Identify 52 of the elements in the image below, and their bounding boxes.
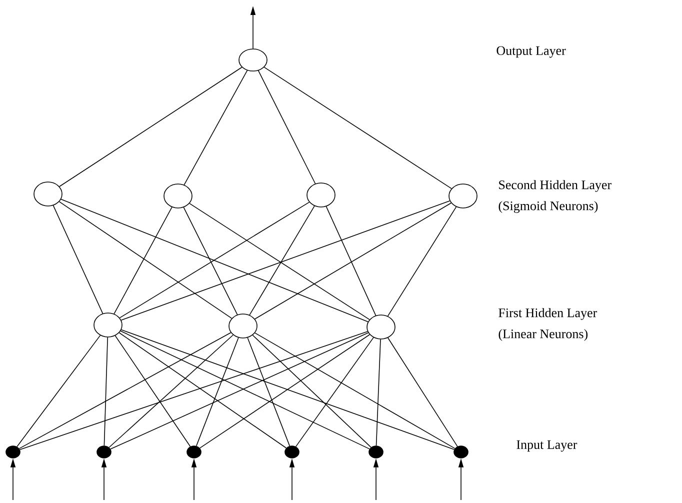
connection-line — [199, 334, 370, 448]
layer-label: (Sigmoid Neurons) — [498, 201, 598, 213]
layer-label: (Linear Neurons) — [498, 329, 588, 341]
neuron — [94, 312, 122, 338]
input-neuron — [186, 446, 202, 458]
input-neuron — [454, 446, 468, 458]
connection-line — [52, 205, 104, 314]
layer-label: Output Layer — [496, 46, 566, 58]
connection-line — [18, 332, 232, 449]
neuron — [228, 314, 258, 338]
connection-line — [254, 202, 452, 320]
connection-line — [252, 334, 372, 448]
connection-line — [183, 206, 238, 316]
input-neuron — [284, 446, 300, 458]
connection-line — [114, 335, 191, 447]
neuron — [306, 182, 336, 208]
connection-line — [376, 339, 381, 446]
neuron — [366, 314, 396, 340]
connection-line — [184, 70, 248, 186]
connection-line — [19, 331, 368, 450]
neuron — [34, 182, 62, 206]
neuron — [164, 184, 192, 208]
input-neuron — [368, 446, 384, 458]
connection-line — [249, 206, 315, 316]
connection-line — [388, 337, 458, 447]
connection-line — [58, 201, 232, 319]
connection-line — [104, 337, 108, 446]
connection-line — [247, 337, 290, 446]
connection-line — [264, 66, 452, 189]
layer-label: Second Hidden Layer — [499, 180, 612, 192]
neuron — [238, 48, 268, 72]
input-neuron — [96, 446, 112, 458]
connection-line — [295, 337, 374, 447]
connection-line — [114, 206, 172, 314]
connection-line — [59, 66, 242, 187]
connection-line — [120, 329, 455, 450]
connection-line — [189, 203, 370, 320]
connection-line — [108, 334, 234, 448]
connection-line — [196, 337, 239, 446]
connection-line — [119, 202, 310, 318]
connection-line — [120, 200, 450, 321]
connection-line — [326, 206, 376, 316]
connection-line — [258, 70, 316, 184]
neuron — [448, 184, 478, 208]
layer-label: First Hidden Layer — [498, 308, 598, 320]
connection-line — [118, 332, 287, 448]
input-neuron — [6, 446, 20, 458]
connection-line — [16, 335, 101, 448]
connection-line — [60, 198, 368, 322]
connection-line — [254, 332, 456, 449]
connection-line — [387, 206, 457, 316]
layer-label: Input Layer — [516, 440, 578, 452]
